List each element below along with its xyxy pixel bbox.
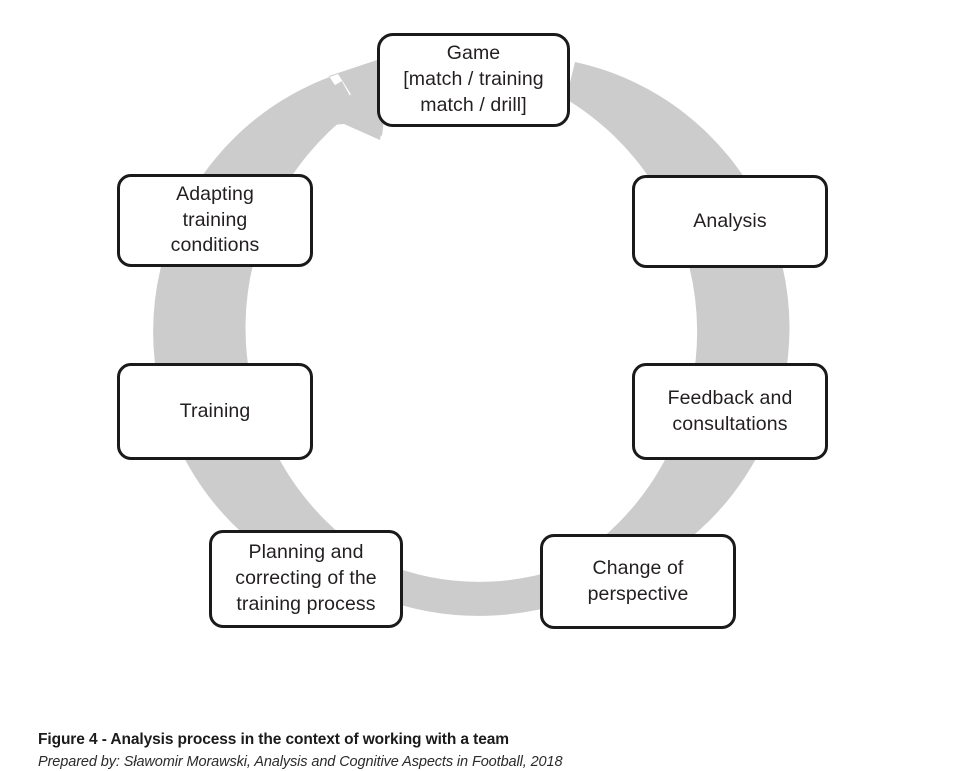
figure-caption: Figure 4 - Analysis process in the conte… (38, 730, 938, 771)
cycle-node-planning-label: Planning and correcting of the training … (235, 541, 377, 615)
cycle-node-training[interactable]: Training (117, 363, 313, 460)
cycle-node-game-label: Game [match / training match / drill] (403, 42, 544, 116)
cycle-node-feedback-label: Feedback and consultations (667, 386, 793, 435)
cycle-node-adapting[interactable]: Adapting training conditions (117, 174, 313, 267)
cycle-node-training-label: Training (179, 399, 251, 422)
cycle-node-change-of-perspective[interactable]: Change of perspective (540, 534, 736, 629)
figure-caption-source: Prepared by: Sławomir Morawski, Analysis… (38, 753, 563, 770)
figure-caption-title: Figure 4 - Analysis process in the conte… (38, 731, 509, 748)
cycle-node-analysis-label: Analysis (693, 209, 767, 232)
cycle-node-feedback[interactable]: Feedback and consultations (632, 363, 828, 460)
cycle-node-planning[interactable]: Planning and correcting of the training … (209, 530, 403, 628)
cycle-node-adapting-label: Adapting training conditions (170, 182, 260, 257)
cycle-node-change-of-perspective-label: Change of perspective (587, 556, 689, 605)
cycle-node-game[interactable]: Game [match / training match / drill] (377, 33, 570, 127)
cycle-node-analysis[interactable]: Analysis (632, 175, 828, 268)
